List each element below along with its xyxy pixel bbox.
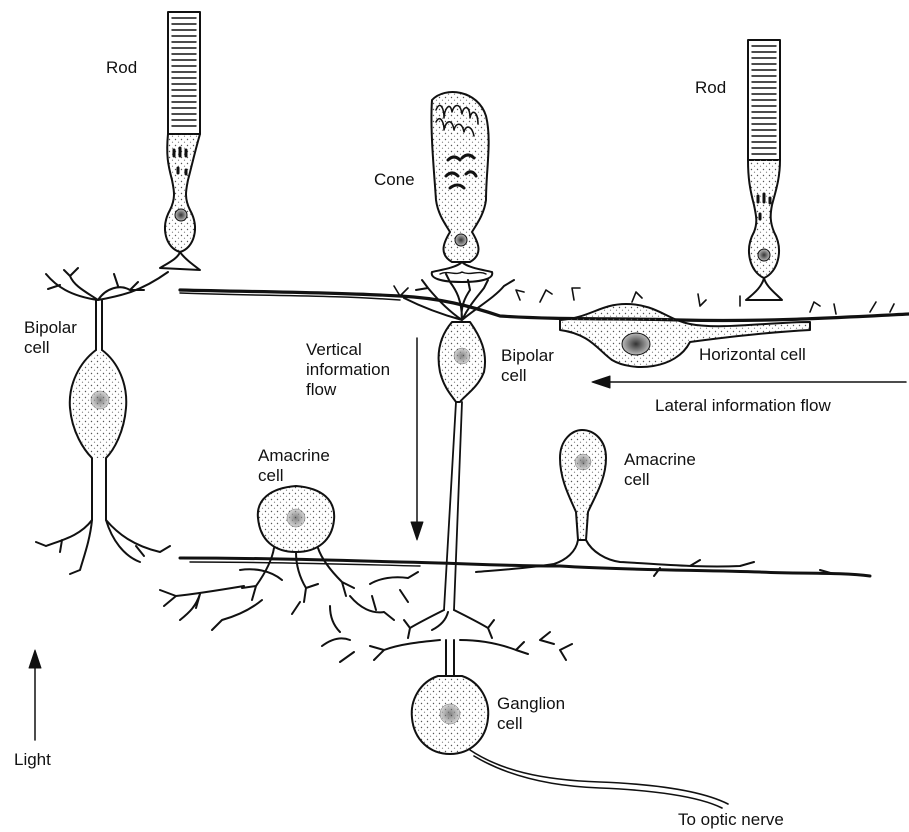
bipolar-center-cell (404, 274, 514, 610)
light-arrow (29, 650, 41, 740)
rod-left-cell (160, 12, 200, 270)
bipolar-left-cell (36, 268, 170, 574)
lateral-flow-arrow (592, 376, 906, 388)
cone-cell (431, 92, 492, 282)
vertical-flow-arrow (411, 338, 423, 540)
horizontal-cell-label: Horizontal cell (699, 345, 806, 365)
cone-label: Cone (374, 170, 415, 190)
rod-right-cell (746, 40, 782, 300)
rod-left-label: Rod (106, 58, 137, 78)
light-label: Light (14, 750, 51, 770)
optic-nerve-label: To optic nerve (678, 810, 784, 830)
rod-right-label: Rod (695, 78, 726, 98)
lateral-flow-label: Lateral information flow (655, 396, 831, 416)
